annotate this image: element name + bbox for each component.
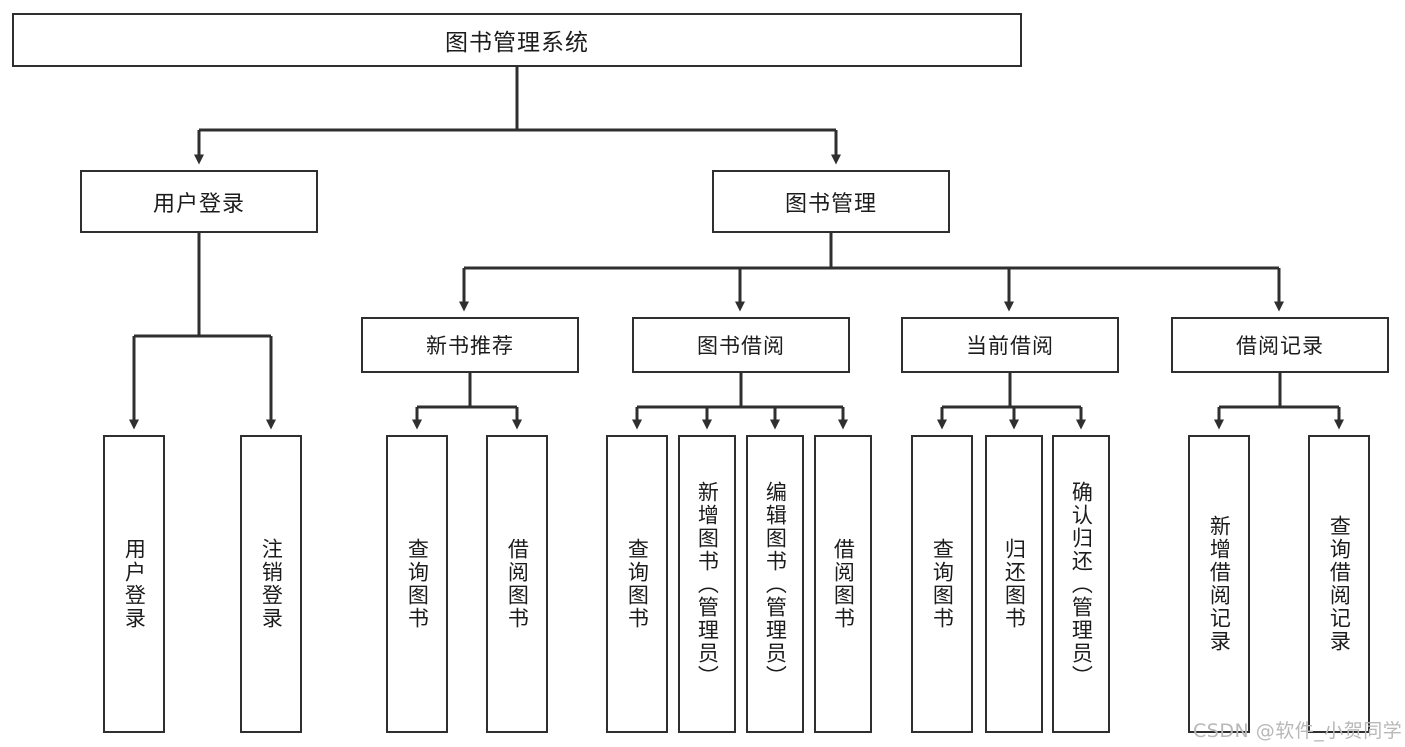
node-root-label: 图书管理系统 xyxy=(445,30,589,56)
node-leaf-borrow-book-2-label: 借阅图书 xyxy=(831,538,856,630)
edge-book-manage-to-level2 xyxy=(459,233,1284,312)
node-current-borrow[interactable]: 当前借阅 xyxy=(901,317,1119,373)
node-leaf-user-login-label: 用户登录 xyxy=(122,538,147,630)
node-leaf-confirm-return[interactable]: 确认归还（管理员） xyxy=(1052,435,1110,733)
node-new-book-recommend[interactable]: 新书推荐 xyxy=(361,317,579,373)
node-leaf-query-book-1[interactable]: 查询图书 xyxy=(386,435,448,733)
node-book-manage[interactable]: 图书管理 xyxy=(712,170,950,233)
node-leaf-query-record-label: 查询借阅记录 xyxy=(1327,515,1352,653)
node-leaf-borrow-book-1[interactable]: 借阅图书 xyxy=(486,435,548,733)
node-leaf-confirm-return-label: 确认归还（管理员） xyxy=(1069,480,1094,688)
node-leaf-edit-book-label: 编辑图书（管理员） xyxy=(763,480,788,688)
node-leaf-query-book-3[interactable]: 查询图书 xyxy=(911,435,973,733)
node-leaf-add-record[interactable]: 新增借阅记录 xyxy=(1188,435,1250,733)
node-leaf-borrow-book-2[interactable]: 借阅图书 xyxy=(814,435,872,733)
node-leaf-logout[interactable]: 注销登录 xyxy=(240,435,302,733)
node-leaf-query-book-2-label: 查询图书 xyxy=(625,538,650,630)
node-leaf-return-book[interactable]: 归还图书 xyxy=(985,435,1043,733)
node-leaf-add-book[interactable]: 新增图书（管理员） xyxy=(678,435,736,733)
edge-user-login-to-leaves xyxy=(129,233,276,430)
node-leaf-user-login[interactable]: 用户登录 xyxy=(103,435,165,733)
node-root[interactable]: 图书管理系统 xyxy=(12,13,1022,67)
edge-new-book-recommend-to-leaves xyxy=(412,373,522,430)
edge-root-to-level1 xyxy=(194,67,841,165)
node-leaf-edit-book[interactable]: 编辑图书（管理员） xyxy=(746,435,804,733)
node-leaf-query-record[interactable]: 查询借阅记录 xyxy=(1308,435,1370,733)
node-book-manage-label: 图书管理 xyxy=(784,191,877,217)
csdn-watermark: CSDN @软件_小贺同学 xyxy=(1193,720,1403,742)
node-leaf-add-record-label: 新增借阅记录 xyxy=(1207,515,1232,653)
node-leaf-return-book-label: 归还图书 xyxy=(1002,538,1027,630)
node-leaf-query-book-3-label: 查询图书 xyxy=(930,538,955,630)
node-leaf-add-book-label: 新增图书（管理员） xyxy=(695,480,720,688)
node-borrow-record-label: 借阅记录 xyxy=(1236,334,1324,358)
edge-book-borrow-to-leaves xyxy=(632,373,848,430)
node-leaf-query-book-2[interactable]: 查询图书 xyxy=(606,435,668,733)
node-book-borrow-label: 图书借阅 xyxy=(697,334,785,358)
node-user-login[interactable]: 用户登录 xyxy=(80,170,318,233)
node-current-borrow-label: 当前借阅 xyxy=(966,334,1054,358)
node-leaf-logout-label: 注销登录 xyxy=(259,538,284,630)
node-book-borrow[interactable]: 图书借阅 xyxy=(632,317,850,373)
node-user-login-label: 用户登录 xyxy=(152,191,245,217)
node-leaf-query-book-1-label: 查询图书 xyxy=(405,538,430,630)
node-leaf-borrow-book-1-label: 借阅图书 xyxy=(505,538,530,630)
edge-current-borrow-to-leaves xyxy=(937,373,1086,430)
edge-borrow-record-to-leaves xyxy=(1214,373,1344,430)
node-borrow-record[interactable]: 借阅记录 xyxy=(1171,317,1389,373)
node-new-book-recommend-label: 新书推荐 xyxy=(426,334,514,358)
